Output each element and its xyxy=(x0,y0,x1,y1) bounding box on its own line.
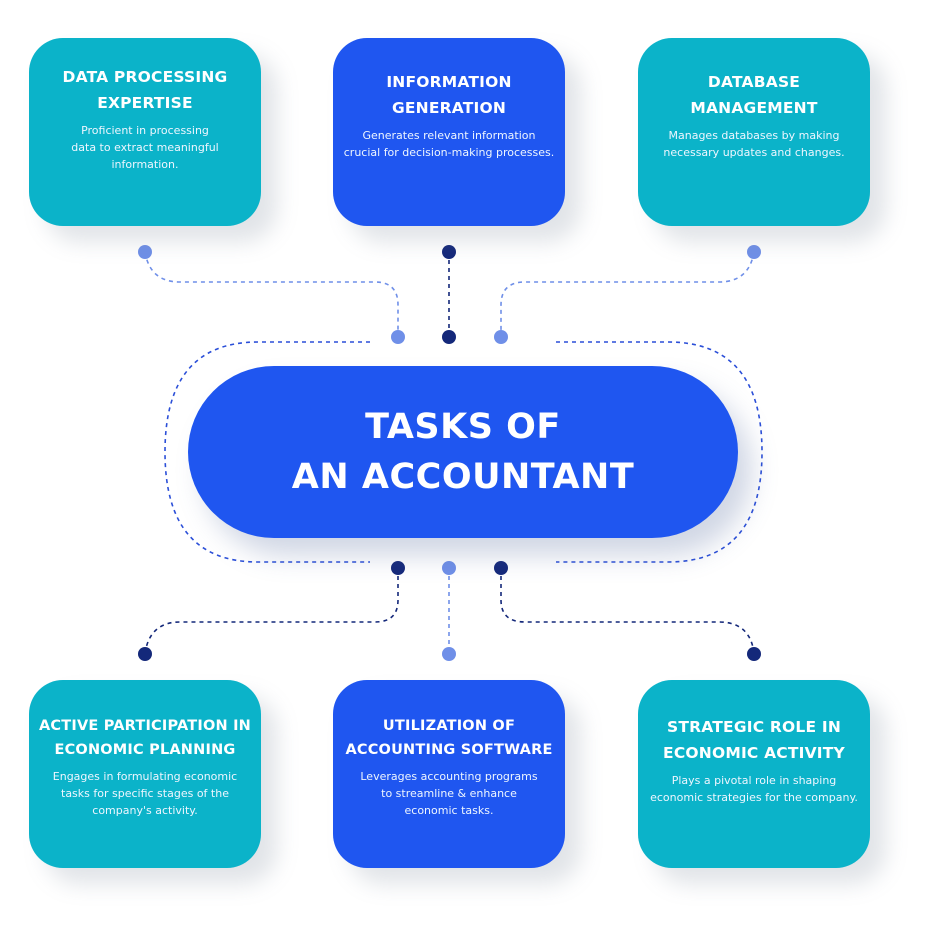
center-title: TASKS OF AN ACCOUNTANT xyxy=(292,402,634,502)
card-desc-line: necessary updates and changes. xyxy=(663,146,845,159)
card-desc-line: data to extract meaningful xyxy=(71,141,219,154)
card-desc-line: Leverages accounting programs xyxy=(360,770,538,783)
card-title-line: INFORMATION xyxy=(386,73,512,91)
card-title: INFORMATION GENERATION xyxy=(341,69,557,121)
ring-left xyxy=(164,341,370,563)
card-title: DATA PROCESSING EXPERTISE xyxy=(37,64,253,116)
card-desc-line: tasks for specific stages of the xyxy=(61,787,229,800)
connector-bottom-left xyxy=(144,568,399,654)
dot-top-center-outer xyxy=(442,245,456,259)
card-title-line: GENERATION xyxy=(391,99,507,117)
dot-top-right-inner xyxy=(494,330,508,344)
center-title-line: AN ACCOUNTANT xyxy=(291,457,635,497)
card-title: UTILIZATION OF ACCOUNTING SOFTWARE xyxy=(341,714,557,762)
card-desc-line: information. xyxy=(111,158,179,171)
card-title: ACTIVE PARTICIPATION IN ECONOMIC PLANNIN… xyxy=(37,714,253,762)
dot-bottom-right-inner xyxy=(494,561,508,575)
card-desc-line: Proficient in processing xyxy=(81,124,209,137)
dot-top-left-outer xyxy=(138,245,152,259)
card-description: Plays a pivotal role in shaping economic… xyxy=(646,772,862,806)
connector-top-left xyxy=(144,251,399,335)
card-title-line: ACTIVE PARTICIPATION IN xyxy=(39,718,251,734)
card-strategic-role: STRATEGIC ROLE IN ECONOMIC ACTIVITY Play… xyxy=(638,680,870,868)
card-desc-line: Generates relevant information xyxy=(362,129,536,142)
card-title-line: DATABASE xyxy=(707,73,801,91)
card-description: Engages in formulating economic tasks fo… xyxy=(37,768,253,819)
card-title-line: ECONOMIC PLANNING xyxy=(54,742,236,758)
dot-bottom-center-outer xyxy=(442,647,456,661)
card-description: Generates relevant information crucial f… xyxy=(341,127,557,161)
dot-bottom-center-inner xyxy=(442,561,456,575)
card-accounting-software: UTILIZATION OF ACCOUNTING SOFTWARE Lever… xyxy=(333,680,565,868)
card-title-line: EXPERTISE xyxy=(97,94,193,112)
center-title-pill: TASKS OF AN ACCOUNTANT xyxy=(188,366,738,538)
card-title-line: ECONOMIC ACTIVITY xyxy=(663,744,845,762)
card-title-line: MANAGEMENT xyxy=(690,99,818,117)
connector-bottom-right xyxy=(500,568,755,654)
card-description: Proficient in processing data to extract… xyxy=(37,122,253,173)
card-description: Leverages accounting programs to streaml… xyxy=(341,768,557,819)
card-data-processing: DATA PROCESSING EXPERTISE Proficient in … xyxy=(29,38,261,226)
card-desc-line: Manages databases by making xyxy=(668,129,840,142)
dot-top-left-inner xyxy=(391,330,405,344)
card-desc-line: economic tasks. xyxy=(404,804,494,817)
card-desc-line: company's activity. xyxy=(92,804,198,817)
dot-top-center-inner xyxy=(442,330,456,344)
center-title-line: TASKS OF xyxy=(365,407,561,447)
card-title-line: ACCOUNTING SOFTWARE xyxy=(345,742,553,758)
card-desc-line: economic strategies for the company. xyxy=(650,791,858,804)
card-economic-planning: ACTIVE PARTICIPATION IN ECONOMIC PLANNIN… xyxy=(29,680,261,868)
card-desc-line: crucial for decision-making processes. xyxy=(343,146,555,159)
card-information-generation: INFORMATION GENERATION Generates relevan… xyxy=(333,38,565,226)
connector-top-right xyxy=(500,251,755,335)
card-desc-line: to streamline & enhance xyxy=(381,787,517,800)
card-description: Manages databases by making necessary up… xyxy=(646,127,862,161)
card-desc-line: Plays a pivotal role in shaping xyxy=(671,774,837,787)
dot-bottom-right-outer xyxy=(747,647,761,661)
card-title: DATABASE MANAGEMENT xyxy=(646,69,862,121)
card-desc-line: Engages in formulating economic xyxy=(52,770,238,783)
dot-bottom-left-outer xyxy=(138,647,152,661)
card-database-management: DATABASE MANAGEMENT Manages databases by… xyxy=(638,38,870,226)
card-title-line: DATA PROCESSING xyxy=(62,68,228,86)
card-title: STRATEGIC ROLE IN ECONOMIC ACTIVITY xyxy=(646,714,862,766)
card-title-line: STRATEGIC ROLE IN xyxy=(667,718,841,736)
dot-bottom-left-inner xyxy=(391,561,405,575)
ring-right xyxy=(556,341,763,563)
card-title-line: UTILIZATION OF xyxy=(382,718,516,734)
dot-top-right-outer xyxy=(747,245,761,259)
